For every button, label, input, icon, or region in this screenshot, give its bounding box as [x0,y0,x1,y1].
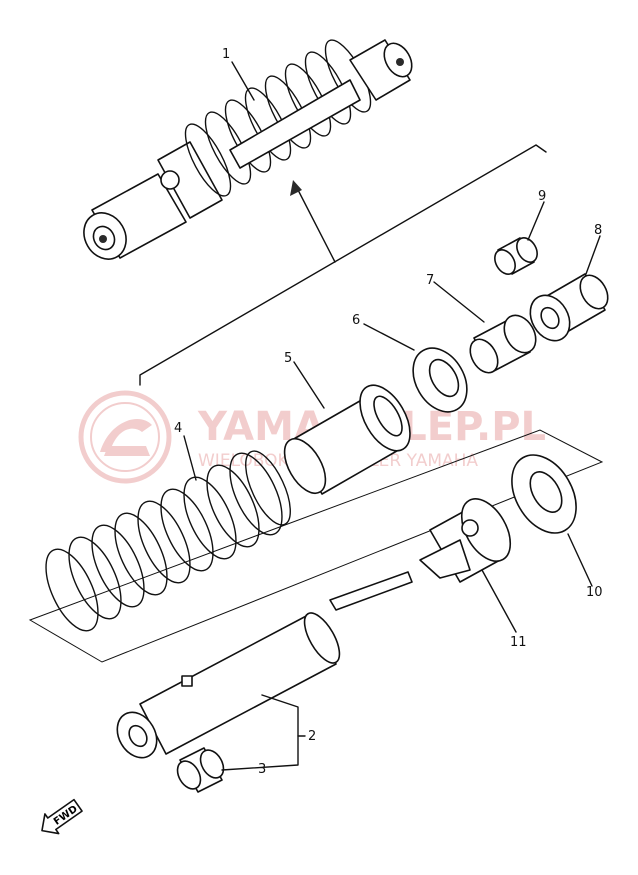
part-3-bushing [176,747,225,793]
part-5-sleeve [283,384,411,495]
callout-10: 10 [586,585,603,600]
callout-4: 4 [174,421,182,436]
part-4-spring [45,450,291,632]
reference-plane [28,429,604,663]
assembly-arrow [295,185,336,263]
assembly-bracket [139,144,547,386]
callout-8: 8 [594,223,602,238]
part-2-damper [116,571,413,759]
callout-9: 9 [538,189,546,204]
part-1-shock-assembly [83,39,413,260]
part-7-bump-rubber [469,314,537,374]
leader-lines [183,61,601,771]
callout-5: 5 [284,351,292,366]
assembly-arrow-head [290,180,302,196]
part-11-adjuster [419,498,512,583]
part-6-split-collar [412,347,468,413]
part-9-collar [494,237,538,275]
callout-7: 7 [426,273,434,288]
part-8-bushing [529,273,609,342]
callout-6: 6 [352,313,360,328]
fwd-arrow-icon: FWD [41,798,83,835]
watermark-logo-icon [78,390,172,484]
callout-numbers: 1 2 3 4 5 6 7 8 9 10 11 [174,47,603,777]
callout-3: 3 [258,762,266,777]
callout-11: 11 [510,635,527,650]
callout-2: 2 [308,729,316,744]
callout-1: 1 [222,47,230,62]
part-10-washer [511,454,577,534]
